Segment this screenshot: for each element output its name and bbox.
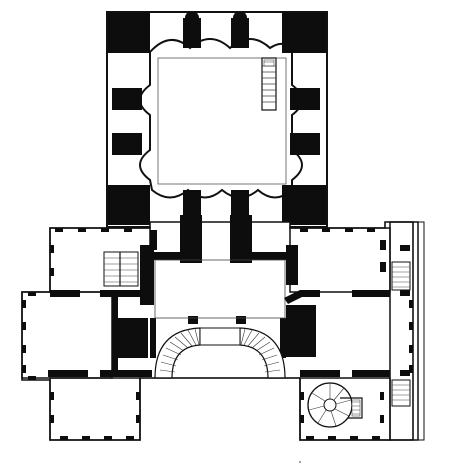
pier-north-1-cap xyxy=(185,11,199,25)
pier-south-1 xyxy=(183,190,201,220)
grand-stair-landing xyxy=(199,327,241,346)
north-courtyard xyxy=(106,11,328,228)
east-lower-wing xyxy=(299,377,391,441)
main-building xyxy=(21,215,419,441)
pier-north-2-cap xyxy=(233,11,247,25)
north-west-stair xyxy=(103,251,139,287)
pier-south-2 xyxy=(231,190,249,220)
interior-walls xyxy=(48,215,410,377)
east-annex xyxy=(390,221,425,441)
pier-east-2 xyxy=(290,133,320,155)
pier-east-1 xyxy=(290,88,320,110)
courtyard-small-stair xyxy=(261,57,277,111)
east-windows xyxy=(300,228,413,440)
grand-staircase-right xyxy=(239,327,286,379)
pier-north-2 xyxy=(231,18,249,48)
west-windows xyxy=(22,228,140,440)
pier-west-1 xyxy=(112,88,142,110)
pier-west-2 xyxy=(112,133,142,155)
central-hall xyxy=(154,259,286,319)
west-lower-wing xyxy=(49,377,141,441)
east-diagonal-wall xyxy=(284,290,304,304)
tower-north-west xyxy=(108,13,150,53)
east-lower-stair xyxy=(391,379,411,407)
tower-south-west xyxy=(108,185,150,225)
east-upper-stair xyxy=(391,261,411,291)
pier-north-1 xyxy=(183,18,201,48)
spiral-staircase-south-east xyxy=(307,382,363,428)
scan-dot xyxy=(299,461,301,463)
tower-south-east xyxy=(282,185,326,225)
tower-north-east xyxy=(282,13,326,53)
